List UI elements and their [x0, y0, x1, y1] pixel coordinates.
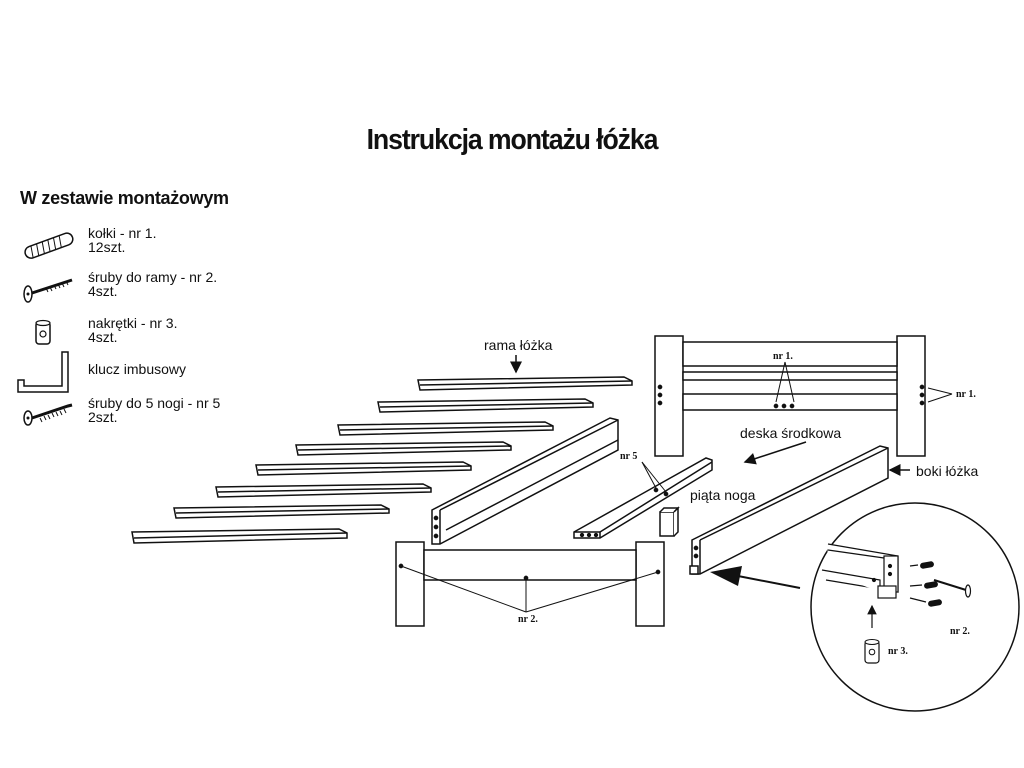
leg-screw-icon	[23, 403, 73, 426]
kit-item-name: nakrętki - nr 3.	[88, 315, 178, 331]
kit-item-name: śruby do ramy - nr 2.	[88, 269, 218, 285]
kit-item-allen-key: klucz imbusowy	[0, 350, 330, 394]
fifth-leg	[659, 506, 680, 537]
label-rama: rama łóżka	[484, 337, 553, 353]
kit-item-nut: nakrętki - nr 3. 4szt.	[0, 316, 330, 360]
slat	[337, 421, 554, 436]
slat	[173, 504, 390, 519]
kit-item-name: śruby do 5 nogi - nr 5	[88, 395, 221, 411]
slats	[131, 376, 633, 544]
kit-item-qty: 4szt.	[88, 283, 118, 299]
label-nr5: nr 5	[620, 451, 638, 462]
label-nr1-right: nr 1.	[956, 389, 976, 400]
kit-item-dowel: kołki - nr 1. 12szt.	[0, 226, 330, 270]
kit-item-qty: 12szt.	[88, 239, 126, 255]
deska-arrow	[743, 441, 807, 465]
label-nr3-detail: nr 3.	[888, 646, 908, 657]
kit-heading: W zestawie montażowym	[20, 188, 229, 208]
slat	[417, 376, 633, 391]
detail-circle	[810, 502, 1020, 712]
label-nr2-detail: nr 2.	[950, 626, 970, 637]
kit-item-qty: 4szt.	[88, 329, 118, 345]
detail-arrow	[710, 566, 801, 589]
slat	[295, 441, 512, 456]
label-boki: boki łóżka	[916, 463, 979, 479]
label-piata-noga: piąta noga	[690, 487, 756, 503]
allen-key-icon	[17, 351, 69, 393]
headboard	[654, 335, 926, 457]
dowel-icon	[24, 232, 74, 259]
kit-item-name: klucz imbusowy	[88, 361, 187, 377]
slat	[215, 483, 432, 498]
slat	[377, 398, 594, 413]
kit-item-name: kołki - nr 1.	[88, 225, 157, 241]
kit-item-frame-screw: śruby do ramy - nr 2. 4szt.	[0, 270, 330, 314]
label-nr2-bottom: nr 2.	[518, 614, 538, 625]
side-rail-left	[431, 417, 619, 545]
center-board	[573, 457, 713, 539]
page-title: Instrukcja montażu łóżka	[366, 124, 659, 156]
frame-screw-icon	[23, 278, 73, 303]
label-nr1-top: nr 1.	[773, 351, 793, 362]
kit-item-leg-screw: śruby do 5 nogi - nr 5 2szt.	[0, 396, 330, 440]
slat	[131, 528, 348, 544]
label-deska: deska środkowa	[740, 425, 842, 441]
nut-icon	[35, 319, 51, 345]
side-rail-right	[689, 445, 889, 575]
slat	[255, 461, 472, 476]
footboard	[395, 541, 665, 627]
kit-item-qty: 2szt.	[88, 409, 118, 425]
